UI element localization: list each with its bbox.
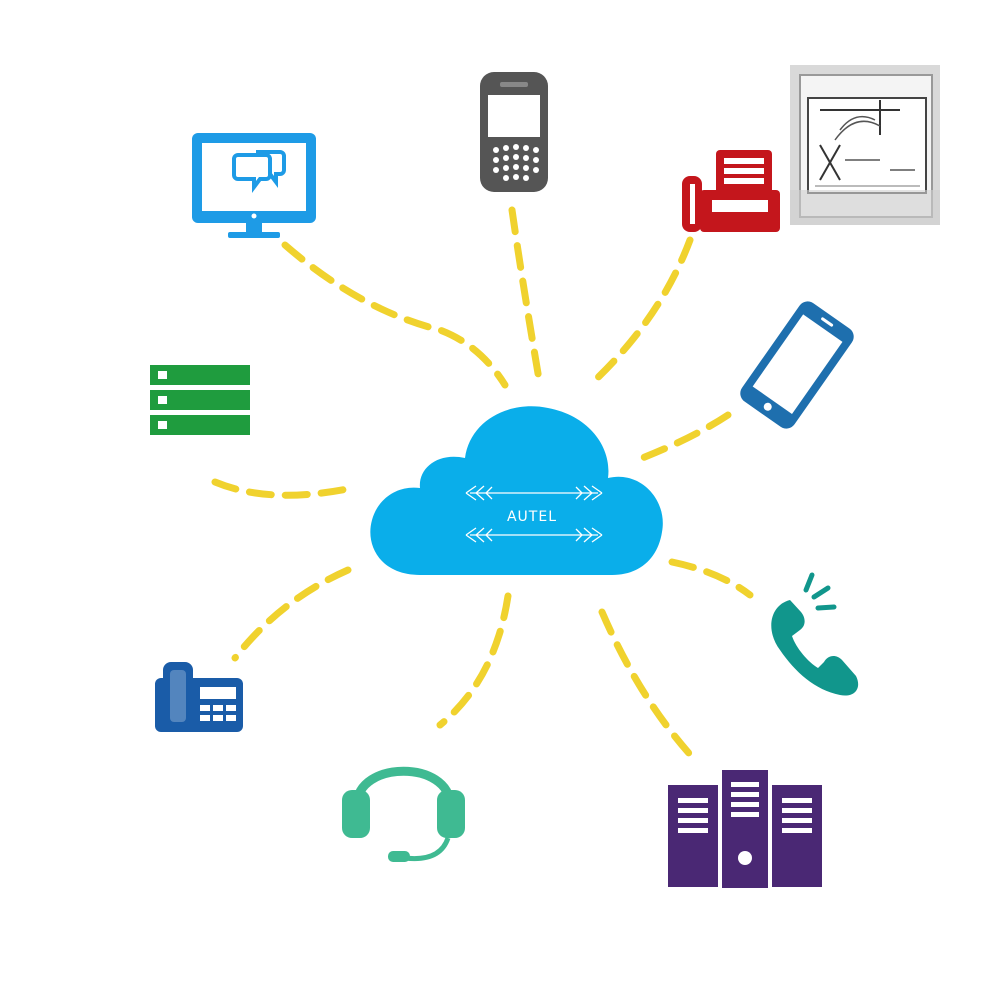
- connector-monitor: [281, 241, 509, 389]
- fax-machine-icon: [682, 150, 780, 232]
- connector-deskphone: [231, 566, 352, 662]
- connector-server: [598, 608, 699, 764]
- connector-headset: [436, 592, 512, 729]
- cloud-shape: [370, 406, 663, 575]
- connector-fax: [586, 236, 694, 389]
- connectors: [211, 206, 754, 764]
- server-rack-icon: [668, 770, 822, 888]
- cloud-ornament-top: [465, 485, 603, 501]
- cloud-ornament-bottom: [465, 527, 603, 543]
- cloud: AUTEL: [370, 406, 663, 575]
- storage-stack-icon: [150, 365, 250, 435]
- desk-phone-icon: [155, 662, 243, 732]
- connector-tablet: [628, 411, 732, 466]
- smartphone-keyboard-icon: [480, 72, 548, 192]
- connector-storage: [211, 478, 356, 499]
- connector-blackberry: [508, 206, 544, 389]
- connector-handset: [668, 558, 754, 599]
- phone-handset-icon: [771, 572, 859, 696]
- fax-document-image: [790, 65, 940, 225]
- cloud-label: AUTEL: [507, 509, 557, 525]
- mobile-phone-icon: [740, 301, 854, 429]
- monitor-chat-icon: [192, 133, 316, 238]
- headset-icon: [342, 766, 465, 862]
